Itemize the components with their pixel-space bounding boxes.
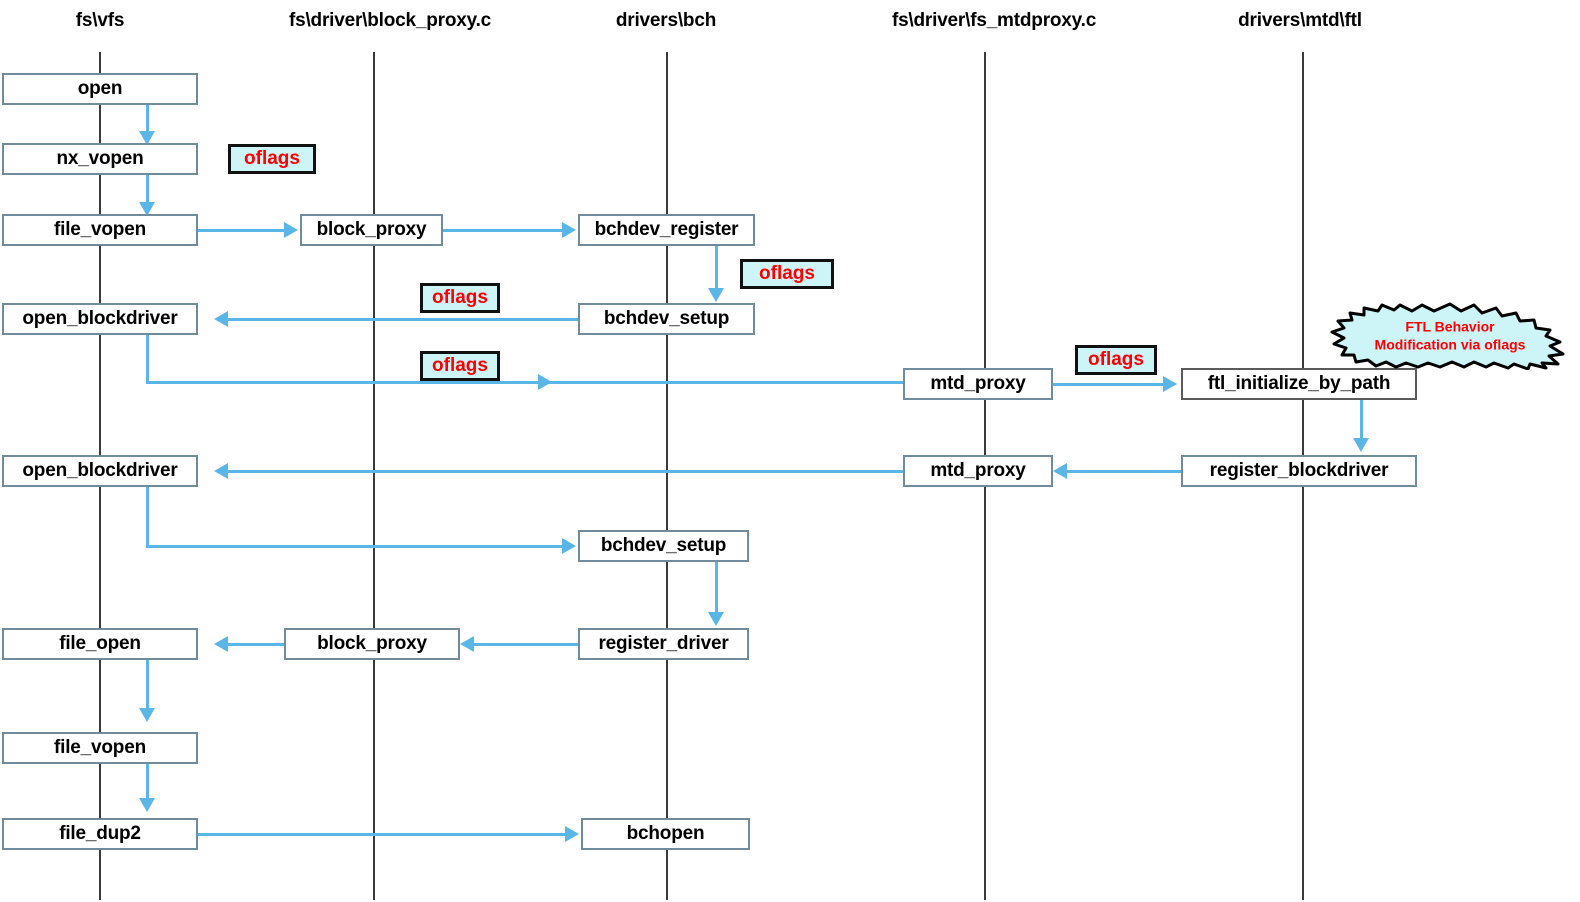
column-header-drivers-bch: drivers\bch [615,10,717,31]
arrowhead-block-proxy-to-bchdev-register [562,222,576,238]
arrowhead-bchdev-register-to-bchdev-setup [708,288,724,302]
connector-open-blockdriver2-elbow-vertical [146,487,149,547]
connector-bchdev-setup-to-register-driver [715,562,718,614]
column-header-drivers-mtd-ftl: drivers\mtd\ftl [1238,10,1362,31]
badge-oflags-bchdev-register: oflags [740,259,834,289]
callout-ftl-behavior: FTL Behavior Modification via oflags [1328,302,1572,370]
connector-open-blockdriver-to-mtd-proxy [146,381,903,384]
node-open-blockdriver-return[interactable]: open_blockdriver [2,455,198,487]
badge-oflags-nx-vopen: oflags [228,144,316,174]
arrowhead-bchdev-setup-to-register-driver [708,612,724,626]
node-open-blockdriver[interactable]: open_blockdriver [2,303,198,335]
node-file-open[interactable]: file_open [2,628,198,660]
connector-mtd-proxy-to-open-blockdriver [228,470,903,473]
node-open[interactable]: open [2,73,198,105]
node-bchdev-register[interactable]: bchdev_register [578,214,755,246]
connector-ftl-initialize-to-register-blockdriver [1360,400,1363,440]
node-mtd-proxy[interactable]: mtd_proxy [903,368,1053,400]
connector-open-blockdriver-elbow-vertical [146,335,149,383]
arrowhead-register-blockdriver-to-mtd-proxy [1053,463,1067,479]
arrowhead-file-dup2-to-bchopen [565,826,579,842]
node-bchopen[interactable]: bchopen [581,818,750,850]
connector-block-proxy-to-file-open [228,643,284,646]
arrowhead-register-driver-to-block-proxy [460,636,474,652]
arrowhead-open-to-nx-vopen [139,131,155,145]
connector-file-vopen-to-block-proxy [198,229,286,232]
connector-nx-vopen-to-file-vopen [146,175,149,206]
lifeline-drivers-bch [666,52,668,900]
lifeline-block-proxy [373,52,375,900]
node-file-vopen-2[interactable]: file_vopen [2,732,198,764]
arrowhead-block-proxy-to-file-open [214,636,228,652]
arrowhead-open-blockdriver2-to-bchdev-setup [562,538,576,554]
badge-oflags-mtd-proxy: oflags [1075,345,1157,375]
arrowhead-file-open-to-file-vopen [139,708,155,722]
arrowhead-mtd-proxy-to-open-blockdriver [214,463,228,479]
arrowhead-file-vopen-to-file-dup2 [139,798,155,812]
connector-bchdev-register-to-bchdev-setup [715,246,718,290]
node-register-driver[interactable]: register_driver [578,628,749,660]
arrowhead-bchdev-setup-to-open-blockdriver [214,311,228,327]
node-ftl-initialize-by-path[interactable]: ftl_initialize_by_path [1181,368,1417,400]
connector-file-dup2-to-bchopen [198,833,567,836]
node-block-proxy[interactable]: block_proxy [300,214,443,246]
arrowhead-ftl-initialize-to-register-blockdriver [1353,438,1369,452]
arrowhead-mtd-proxy-to-ftl-initialize [1163,376,1177,392]
connector-file-vopen-to-file-dup2 [146,764,149,802]
connector-register-driver-to-block-proxy [474,643,578,646]
node-register-blockdriver[interactable]: register_blockdriver [1181,455,1417,487]
badge-oflags-bchdev-setup-return: oflags [420,283,500,313]
connector-block-proxy-to-bchdev-register [443,229,564,232]
node-file-vopen[interactable]: file_vopen [2,214,198,246]
column-header-fs-mtdproxy: fs\driver\fs_mtdproxy.c [891,10,1097,31]
badge-oflags-open-blockdriver: oflags [420,351,500,381]
node-bchdev-setup[interactable]: bchdev_setup [578,303,755,335]
arrowhead-file-vopen-to-block-proxy [284,222,298,238]
arrowhead-open-blockdriver-to-mtd-proxy [538,374,552,390]
node-file-dup2[interactable]: file_dup2 [2,818,198,850]
connector-open-blockdriver2-to-bchdev-setup [146,545,564,548]
column-header-block-proxy: fs\driver\block_proxy.c [288,10,492,31]
connector-file-open-to-file-vopen [146,660,149,710]
node-block-proxy-2[interactable]: block_proxy [284,628,460,660]
connector-register-blockdriver-to-mtd-proxy [1067,470,1181,473]
node-mtd-proxy-return[interactable]: mtd_proxy [903,455,1053,487]
connector-mtd-proxy-to-ftl-initialize [1053,383,1165,386]
connector-bchdev-setup-to-open-blockdriver [228,318,578,321]
arrowhead-nx-vopen-to-file-vopen [139,202,155,216]
connector-open-to-nx-vopen [146,105,149,135]
node-nx-vopen[interactable]: nx_vopen [2,143,198,175]
column-header-fs-vfs: fs\vfs [75,10,125,31]
node-bchdev-setup-2[interactable]: bchdev_setup [578,530,749,562]
